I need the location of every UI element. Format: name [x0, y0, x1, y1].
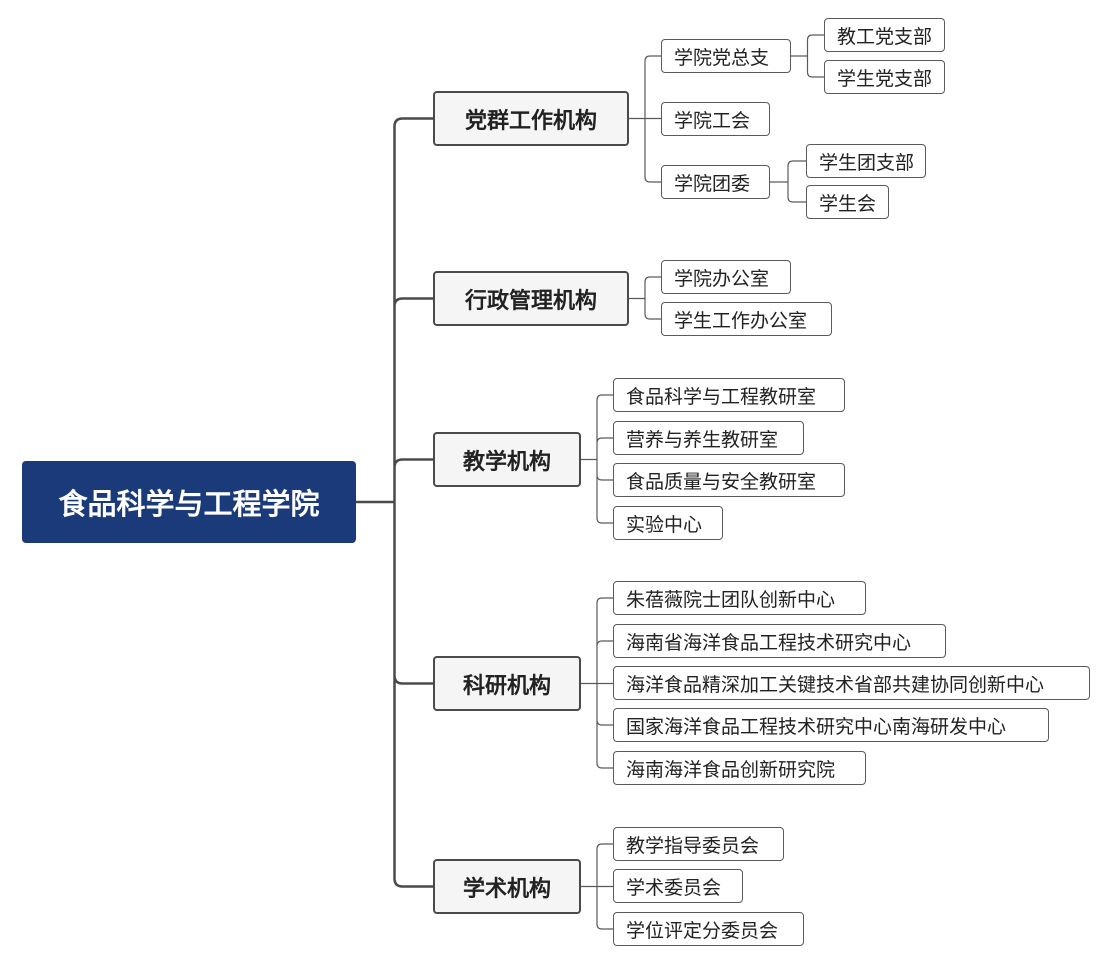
node-nutrition-teaching-office[interactable]: 营养与养生教研室 [613, 421, 804, 455]
node-academic-committee[interactable]: 学术委员会 [613, 869, 743, 903]
node-national-south-sea-rd-center[interactable]: 国家海洋食品工程技术研究中心南海研发中心 [613, 708, 1049, 742]
node-college-youth-league[interactable]: 学院团委 [661, 165, 770, 199]
node-student-affairs-office[interactable]: 学生工作办公室 [661, 302, 832, 336]
node-faculty-party-branch[interactable]: 教工党支部 [824, 18, 945, 52]
connector-academic [580, 843, 614, 930]
node-college-party-branch[interactable]: 学院党总支 [661, 39, 791, 73]
connector-teaching [580, 394, 614, 524]
node-collaborative-innovation-center[interactable]: 海洋食品精深加工关键技术省部共建协同创新中心 [613, 666, 1090, 700]
node-academician-innovation-center[interactable]: 朱蓓薇院士团队创新中心 [613, 581, 866, 615]
branch-teaching-organizations[interactable]: 教学机构 [433, 432, 581, 487]
node-food-quality-teaching-office[interactable]: 食品质量与安全教研室 [613, 463, 845, 497]
node-college-union[interactable]: 学院工会 [661, 102, 770, 136]
branch-administrative-organizations[interactable]: 行政管理机构 [433, 271, 629, 326]
connector-youth-league [769, 160, 807, 203]
node-student-party-branch[interactable]: 学生党支部 [824, 60, 945, 94]
connector-administrative [628, 276, 662, 320]
node-hainan-marine-food-engineering-center[interactable]: 海南省海洋食品工程技术研究中心 [613, 624, 946, 658]
connector-root [354, 117, 435, 888]
root-node[interactable]: 食品科学与工程学院 [22, 461, 356, 543]
branch-research-organizations[interactable]: 科研机构 [433, 656, 581, 711]
node-student-union[interactable]: 学生会 [806, 185, 889, 219]
connector-party [628, 55, 662, 183]
branch-academic-organizations[interactable]: 学术机构 [433, 859, 581, 914]
node-teaching-steering-committee[interactable]: 教学指导委员会 [613, 827, 784, 861]
node-degree-evaluation-committee[interactable]: 学位评定分委员会 [613, 912, 804, 946]
connector-party-branch [790, 34, 825, 78]
node-experiment-center[interactable]: 实验中心 [613, 506, 723, 540]
connector-research [580, 597, 614, 769]
branch-party-organizations[interactable]: 党群工作机构 [433, 91, 629, 146]
node-hainan-marine-food-institute[interactable]: 海南海洋食品创新研究院 [613, 751, 866, 785]
node-student-league-branch[interactable]: 学生团支部 [806, 144, 926, 178]
node-college-office[interactable]: 学院办公室 [661, 260, 791, 294]
node-food-science-teaching-office[interactable]: 食品科学与工程教研室 [613, 378, 845, 412]
